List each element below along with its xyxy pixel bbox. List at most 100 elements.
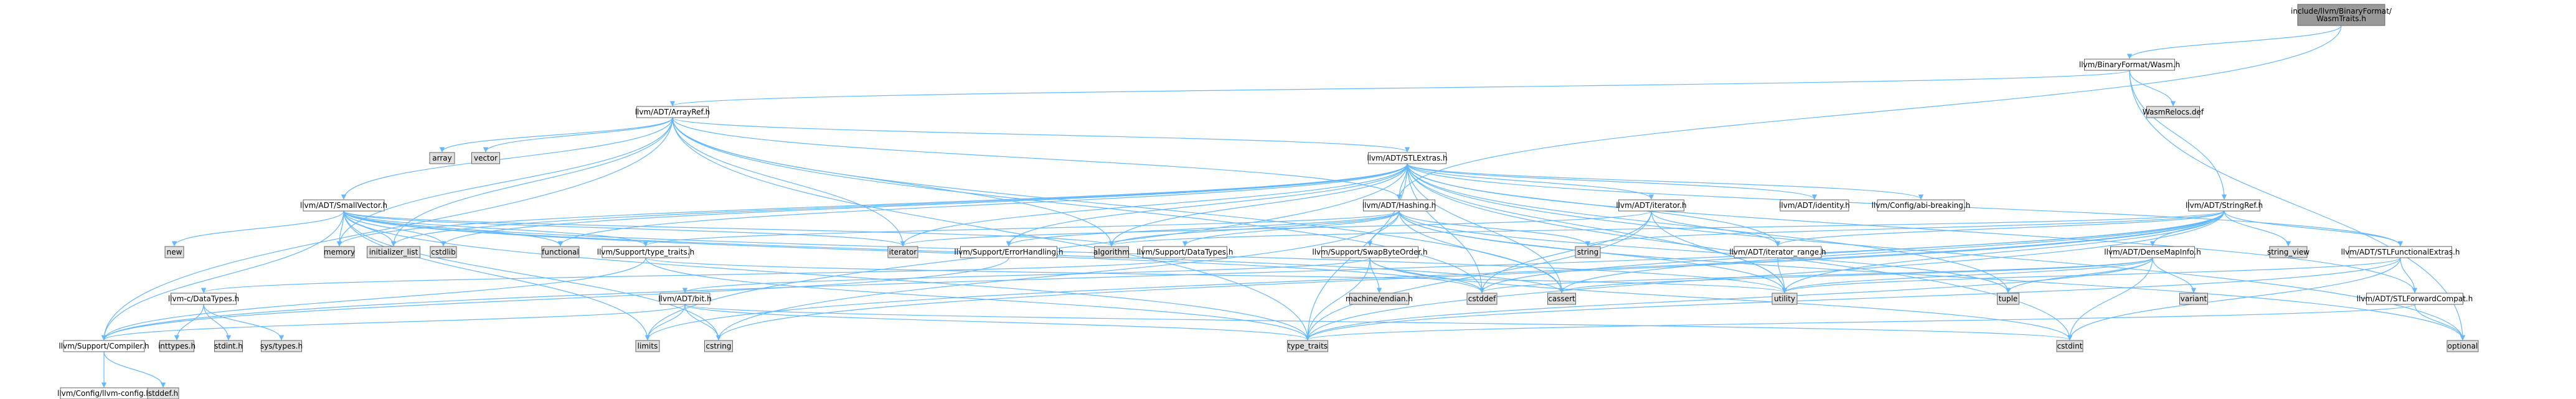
node-swapbyteorder[interactable]: llvm/Support/SwapByteOrder.h [1312, 246, 1428, 258]
node-label-algorithm: algorithm [1093, 248, 1130, 256]
edge-adtbit-to-limits [644, 304, 686, 340]
node-label-identity: llvm/ADT/identity.h [1779, 201, 1850, 210]
edge-stringref-to-stringview [2224, 210, 2291, 246]
edge-arrayref-to-memory [336, 117, 673, 246]
node-box-cassert [1547, 293, 1576, 305]
edge-smallvector-to-memory [336, 210, 344, 246]
node-box-densemapinfo [2110, 246, 2195, 258]
node-box-cstring [704, 340, 733, 352]
node-label-stlfunctional: llvm/ADT/STLFunctionalExtras.h [2341, 248, 2460, 256]
edge-densemapinfo-to-cstddef [1479, 257, 2153, 293]
node-box-array [429, 152, 455, 164]
node-memory: memory [324, 246, 355, 258]
node-box-llvmcdatatypes [171, 293, 237, 305]
node-typetraitsllvm[interactable]: llvm/Support/type_traits.h [597, 246, 695, 258]
edge-stringref-to-iterrange [1775, 210, 2225, 246]
node-arrayref[interactable]: llvm/ADT/ArrayRef.h [635, 106, 710, 118]
node-utility: utility [1772, 293, 1798, 305]
node-densemapinfo[interactable]: llvm/ADT/DenseMapInfo.h [2104, 246, 2201, 258]
node-hashing[interactable]: llvm/ADT/Hashing.h [1362, 199, 1437, 212]
node-box-inttypes [159, 340, 194, 352]
node-box-stlextras [1368, 152, 1446, 164]
edge-smallvector-to-cstdlib [343, 210, 446, 246]
node-label-cstddef: cstddef [1468, 294, 1496, 303]
node-iteratorh[interactable]: llvm/ADT/iterator.h [1616, 199, 1687, 212]
node-box-iteratorh [1618, 199, 1684, 212]
node-adtbit[interactable]: llvm/ADT/bit.h [658, 293, 712, 305]
node-box-algorithm [1094, 246, 1129, 258]
edge-smallvector-to-new [171, 210, 344, 246]
node-label-compiler: llvm/Support/Compiler.h [59, 342, 149, 350]
node-box-wasm [2084, 59, 2175, 71]
node-wasm[interactable]: llvm/BinaryFormat/Wasm.h [2079, 59, 2180, 71]
node-stlextras[interactable]: llvm/ADT/STLExtras.h [1367, 152, 1448, 164]
edge-llvmcdatatypes-to-systypes [203, 304, 285, 340]
node-label-typetraitsllvm: llvm/Support/type_traits.h [597, 248, 695, 256]
edge-densemapinfo-to-variant [2152, 257, 2197, 293]
node-label-inttypes: inttypes.h [158, 342, 196, 350]
edge-stlfunctional-to-utility [1782, 257, 2401, 293]
node-box-cstdlib [430, 246, 457, 258]
node-stdint: stdint.h [214, 340, 243, 352]
node-stlforward[interactable]: llvm/ADT/STLForwardCompat.h [2357, 293, 2473, 305]
edge-stlextras-to-abibreaking [1407, 163, 1923, 200]
node-box-cstddef [1466, 293, 1498, 305]
node-box-cstdint [2056, 340, 2083, 352]
edge-llvmcdatatypes-to-stdint [203, 304, 232, 340]
node-box-smallvector [303, 199, 385, 212]
node-label-systypes: sys/types.h [260, 342, 303, 350]
node-machineendian: machine/endian.h [1346, 293, 1413, 305]
node-array: array [429, 152, 455, 164]
node-llvmcdatatypes[interactable]: llvm-c/DataTypes.h [168, 293, 239, 305]
node-initlist: initializer_list [367, 246, 420, 258]
nodes-layer: include/llvm/BinaryFormat/WasmTraits.h ll… [57, 4, 2479, 399]
edge-iteratorh-to-iterrange [1651, 210, 1781, 246]
node-stlfunctional[interactable]: llvm/ADT/STLFunctionalExtras.h [2341, 246, 2460, 258]
node-label-cassert: cassert [1548, 294, 1575, 303]
node-label-new: new [167, 248, 182, 256]
edge-root-to-wasm [2126, 25, 2342, 59]
node-box-datatypes [1143, 246, 1227, 258]
node-box-root [2297, 4, 2385, 26]
node-llvmconfig[interactable]: llvm/Config/llvm-config.h [57, 387, 151, 399]
node-label-utility: utility [1774, 294, 1795, 303]
edge-arrayref-to-typetraits [672, 117, 1311, 340]
node-label-limits: limits [638, 342, 658, 350]
node-stringref[interactable]: llvm/ADT/StringRef.h [2186, 199, 2263, 212]
node-label-stringref: llvm/ADT/StringRef.h [2186, 201, 2263, 210]
edge-iteratorh-to-iterator [900, 210, 1652, 246]
node-box-initlist [367, 246, 420, 258]
node-label-stringview: string_view [2267, 248, 2309, 256]
node-datatypes[interactable]: llvm/Support/DataTypes.h [1137, 246, 1234, 258]
edge-wasm-to-optional [2129, 70, 2466, 340]
edge-arrayref-to-array [439, 117, 673, 153]
edge-swapbyteorder-to-cstdint [1369, 257, 2073, 340]
node-label-iterator: iterator [889, 248, 917, 256]
node-box-utility [1772, 293, 1798, 305]
node-label-datatypes: llvm/Support/DataTypes.h [1137, 248, 1234, 256]
node-abibreaking[interactable]: llvm/Config/abi-breaking.h [1872, 199, 1971, 212]
edge-swapbyteorder-to-machineendian [1369, 257, 1382, 293]
node-label-cstring: cstring [705, 342, 731, 350]
node-identity[interactable]: llvm/ADT/identity.h [1779, 199, 1850, 212]
edge-stringref-to-stlfunctional [2224, 210, 2404, 246]
node-box-variant [2179, 293, 2208, 305]
node-box-functional [541, 246, 580, 258]
edge-hashing-to-tuple [1399, 210, 2011, 293]
node-box-identity [1780, 199, 1849, 212]
node-box-arrayref [636, 106, 709, 118]
node-cstdlib: cstdlib [430, 246, 457, 258]
node-iterrange[interactable]: llvm/ADT/iterator_range.h [1729, 246, 1826, 258]
edge-smallvector-to-typetraits [343, 210, 1311, 340]
edge-errorhandling-to-compiler [101, 257, 1009, 340]
node-label-initlist: initializer_list [369, 248, 418, 256]
edge-stlfunctional-to-typetraits [1305, 257, 2401, 340]
edge-stringref-to-algorithm [1109, 210, 2225, 246]
node-errorhandling[interactable]: llvm/Support/ErrorHandling.h [954, 246, 1064, 258]
node-label-optional: optional [2448, 342, 2478, 350]
node-compiler[interactable]: llvm/Support/Compiler.h [59, 340, 149, 352]
edge-hashing-to-errorhandling [1006, 210, 1400, 246]
node-label-wasm: llvm/BinaryFormat/Wasm.h [2079, 60, 2180, 69]
node-smallvector[interactable]: llvm/ADT/SmallVector.h [300, 199, 387, 212]
node-label-root: include/llvm/BinaryFormat/WasmTraits.h [2291, 7, 2392, 23]
